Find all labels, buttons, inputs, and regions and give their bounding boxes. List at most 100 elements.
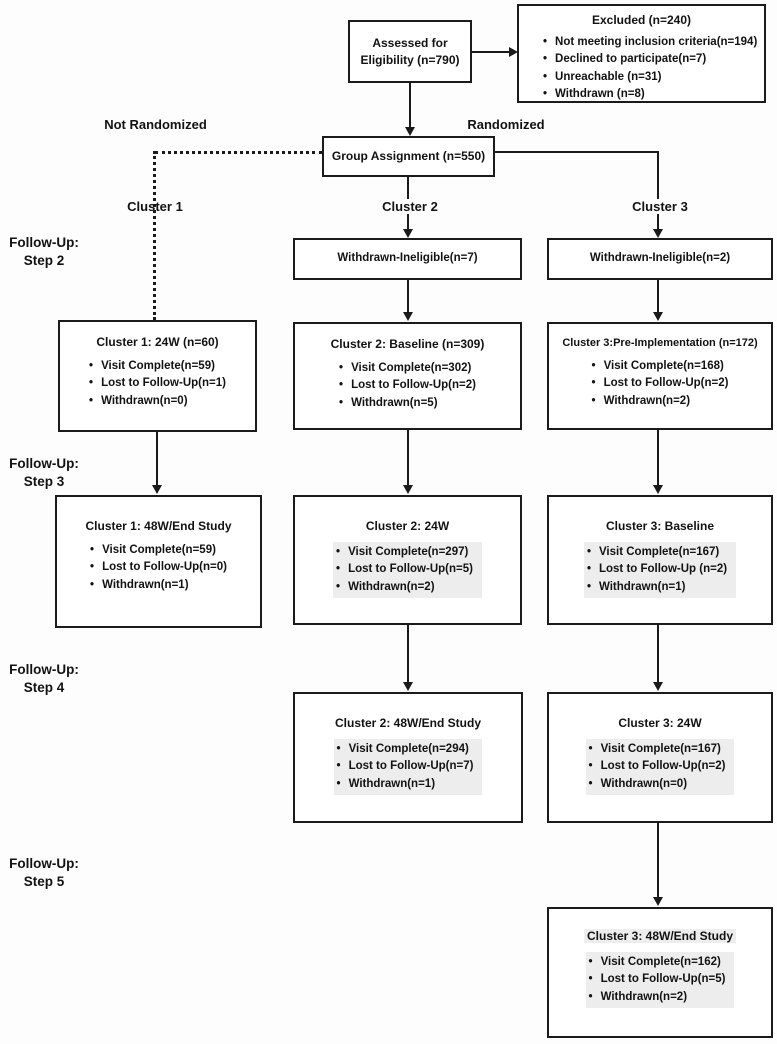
bullet-list: Visit Complete(n=167) Lost to Follow-Up …: [583, 542, 737, 598]
arrowhead-down-icon: [653, 682, 663, 691]
bullet-item: Withdrawn(n=2): [336, 579, 473, 596]
bullet-list: Visit Complete(n=167) Lost to Follow-Up(…: [585, 739, 735, 795]
connector-c1-24w-to-48w: [156, 432, 158, 486]
bullet-item: Not meeting inclusion criteria(n=194): [543, 34, 757, 51]
bullet-item: Withdrawn(n=1): [90, 577, 227, 594]
bullet-item: Withdrawn(n=1): [337, 776, 474, 793]
bullet-item: Lost to Follow-Up(n=5): [589, 971, 726, 988]
bullet-item: Visit Complete(n=168): [592, 358, 729, 375]
node-title: Cluster 3: 48W/End Study: [583, 929, 737, 943]
connector-c3-pre-to-baseline: [657, 430, 659, 486]
bullet-item: Visit Complete(n=167): [589, 741, 726, 758]
bullet-list: Visit Complete(n=59) Lost to Follow-Up(n…: [90, 542, 227, 594]
label-step-line: Step 5: [23, 873, 65, 889]
arrowhead-down-icon: [405, 127, 415, 136]
bullet-item: Withdrawn(n=0): [89, 393, 226, 410]
connector-group-to-cluster3-h: [495, 151, 659, 153]
arrowhead-down-icon: [152, 485, 162, 494]
bullet-item: Withdrawn(n=0): [589, 776, 726, 793]
connector-assessed-to-group: [409, 83, 411, 128]
bullet-list: Visit Complete(n=294) Lost to Follow-Up(…: [333, 739, 483, 795]
node-cluster2-baseline: Cluster 2: Baseline (n=309) Visit Comple…: [293, 322, 522, 430]
label-step-line: Step 4: [23, 679, 65, 695]
dotted-connector-not-randomized-h: [155, 151, 322, 154]
bullet-item: Visit Complete(n=302): [339, 360, 476, 377]
node-title: Group Assignment (n=550): [331, 149, 486, 164]
node-cluster1-48w-end-study: Cluster 1: 48W/End Study Visit Complete(…: [55, 495, 262, 628]
bullet-item: Visit Complete(n=162): [589, 954, 726, 971]
bullet-item: Lost to Follow-Up(n=2): [592, 375, 729, 392]
label-step-line: Step 3: [23, 473, 65, 489]
connector-c2-wi-to-baseline: [407, 280, 409, 313]
node-cluster3-pre-implementation: Cluster 3:Pre-Implementation (n=172) Vis…: [547, 322, 773, 430]
node-excluded: Excluded (n=240) Not meeting inclusion c…: [517, 4, 766, 103]
node-title: Cluster 3: 24W: [618, 716, 702, 730]
arrowhead-down-icon: [403, 312, 413, 321]
bullet-item: Lost to Follow-Up(n=2): [339, 377, 476, 394]
node-title: Cluster 3: Baseline: [605, 519, 715, 533]
bullet-item: Declined to participate(n=7): [543, 51, 757, 68]
node-cluster1-24w: Cluster 1: 24W (n=60) Visit Complete(n=5…: [58, 320, 257, 432]
label-cluster-1: Cluster 1: [127, 199, 183, 214]
label-cluster-3: Cluster 3: [620, 199, 700, 214]
bullet-list: Visit Complete(n=297) Lost to Follow-Up(…: [333, 542, 482, 598]
label-randomized: Randomized: [467, 117, 545, 132]
bullet-item: Withdrawn (n=8): [543, 86, 757, 103]
label-followup-step5: Follow-Up: Step 5: [0, 855, 88, 890]
node-title: Cluster 2: 24W: [365, 519, 450, 533]
bullet-item: Withdrawn(n=5): [339, 395, 476, 412]
connector-assessed-to-excluded: [472, 51, 512, 53]
label-followup-step2: Follow-Up: Step 2: [0, 234, 88, 269]
bullet-list: Visit Complete(n=168) Lost to Follow-Up(…: [592, 358, 729, 410]
node-assessed-eligibility: Assessed for Eligibility (n=790): [348, 20, 472, 83]
bullet-item: Withdrawn(n=2): [592, 393, 729, 410]
bullet-item: Lost to Follow-Up(n=0): [90, 559, 227, 576]
bullet-item: Lost to Follow-Up(n=1): [89, 375, 226, 392]
node-cluster2-24w: Cluster 2: 24W Visit Complete(n=297) Los…: [293, 495, 522, 625]
arrowhead-right-icon: [509, 47, 518, 57]
bullet-item: Withdrawn(n=2): [589, 989, 726, 1006]
connector-c2-24w-to-48w: [407, 625, 409, 683]
bullet-item: Visit Complete(n=167): [587, 544, 727, 561]
label-followup-line: Follow-Up:: [9, 662, 79, 677]
node-title: Withdrawn-Ineligible(n=2): [589, 252, 731, 265]
label-followup-line: Follow-Up:: [9, 856, 79, 871]
title-line-1: Assessed for: [372, 36, 448, 51]
arrowhead-down-icon: [653, 485, 663, 494]
bullet-item: Visit Complete(n=59): [89, 358, 226, 375]
dotted-connector-not-randomized-v: [153, 151, 156, 320]
connector-group-to-cluster3-v: [657, 151, 659, 230]
node-cluster3-48w-end-study: Cluster 3: 48W/End Study Visit Complete(…: [547, 907, 773, 1038]
label-step-line: Step 2: [23, 252, 65, 268]
bullet-item: Visit Complete(n=294): [337, 741, 474, 758]
node-title: Withdrawn-Ineligible(n=7): [337, 252, 478, 265]
label-followup-line: Follow-Up:: [9, 235, 79, 250]
node-title: Cluster 1: 48W/End Study: [85, 519, 232, 533]
node-title: Cluster 2: 48W/End Study: [334, 716, 482, 730]
bullet-list: Not meeting inclusion criteria(n=194) De…: [543, 34, 757, 103]
bullet-list: Visit Complete(n=59) Lost to Follow-Up(n…: [89, 358, 226, 410]
bullet-item: Visit Complete(n=59): [90, 542, 227, 559]
arrowhead-down-icon: [403, 229, 413, 238]
node-title: Cluster 3:Pre-Implementation (n=172): [562, 337, 758, 349]
title-line-2: Eligibility (n=790): [360, 52, 460, 67]
bullet-list: Visit Complete(n=302) Lost to Follow-Up(…: [339, 360, 476, 412]
bullet-item: Unreachable (n=31): [543, 69, 757, 86]
node-title: Assessed for Eligibility (n=790): [360, 35, 459, 67]
bullet-list: Visit Complete(n=162) Lost to Follow-Up(…: [585, 952, 735, 1008]
arrowhead-down-icon: [653, 312, 663, 321]
connector-c3-24w-to-48w: [657, 823, 659, 898]
node-cluster3-baseline: Cluster 3: Baseline Visit Complete(n=167…: [547, 495, 773, 625]
bullet-item: Lost to Follow-Up(n=5): [336, 561, 473, 578]
bullet-item: Lost to Follow-Up(n=2): [589, 758, 726, 775]
label-not-randomized: Not Randomized: [104, 117, 207, 132]
label-followup-step3: Follow-Up: Step 3: [0, 455, 88, 490]
label-followup-line: Follow-Up:: [9, 456, 79, 471]
node-title: Cluster 2: Baseline (n=309): [330, 337, 485, 351]
bullet-item: Lost to Follow-Up(n=7): [337, 758, 474, 775]
node-title: Cluster 1: 24W (n=60): [96, 335, 219, 349]
arrowhead-down-icon: [403, 485, 413, 494]
node-cluster2-48w-end-study: Cluster 2: 48W/End Study Visit Complete(…: [293, 692, 523, 823]
label-cluster-2: Cluster 2: [370, 199, 450, 214]
bullet-item: Withdrawn(n=1): [587, 579, 727, 596]
